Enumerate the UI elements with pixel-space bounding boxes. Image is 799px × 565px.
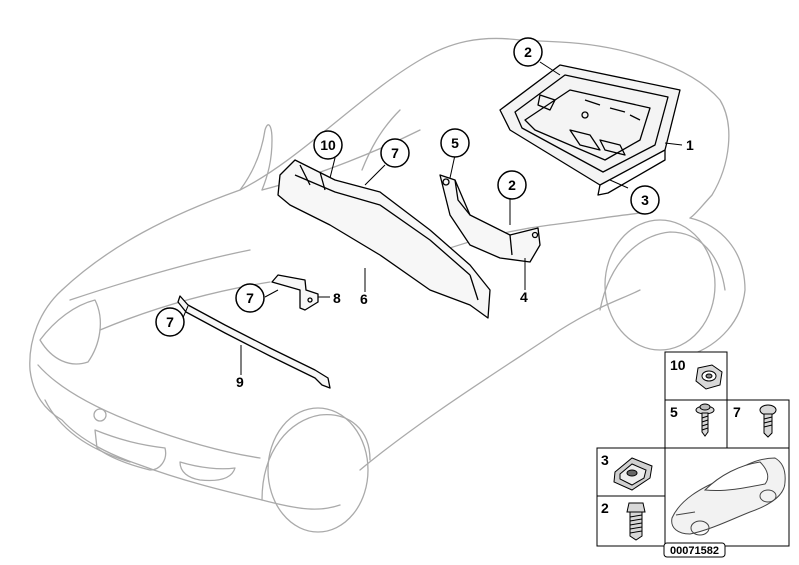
washer-screw-icon: [695, 403, 715, 437]
bolt-icon: [626, 502, 646, 541]
part-label-8: 8: [333, 290, 341, 306]
car-thumbnail-icon: [671, 457, 786, 536]
part-label-4: 4: [520, 289, 528, 305]
callout-3-text: 3: [641, 192, 649, 208]
callout-2-mid: 2: [497, 170, 527, 200]
callout-7-left: 7: [155, 307, 185, 337]
diagram-code-box: 00071582: [663, 542, 726, 558]
callout-5-text: 5: [451, 135, 459, 151]
clip-nut-icon: [613, 457, 653, 491]
callout-7-mid: 7: [235, 283, 265, 313]
callout-5: 5: [440, 128, 470, 158]
callout-7-mid-text: 7: [246, 290, 254, 306]
callout-2-mid-text: 2: [508, 177, 516, 193]
callout-7-left-text: 7: [166, 314, 174, 330]
hex-nut-icon: [695, 364, 723, 390]
side-trim-panel-part: [277, 159, 491, 319]
bracket-part: [439, 174, 541, 263]
callout-2-top: 2: [513, 37, 543, 67]
legend-number-2: 2: [601, 500, 609, 516]
part-label-1: 1: [686, 137, 694, 153]
callout-7-top-text: 7: [391, 145, 399, 161]
small-bracket-part: [271, 274, 319, 311]
part-label-6: 6: [360, 291, 368, 307]
legend-number-5: 5: [670, 404, 678, 420]
strip-part: [177, 295, 331, 389]
legend-number-7: 7: [733, 404, 741, 420]
trunk-tray-part: [499, 64, 681, 196]
legend-number-10: 10: [670, 357, 686, 373]
car-outline: [29, 37, 746, 533]
callout-2-top-text: 2: [524, 44, 532, 60]
screw-icon: [759, 404, 777, 438]
callout-7-top: 7: [380, 138, 410, 168]
diagram-code-text: 00071582: [670, 545, 719, 557]
callout-3: 3: [630, 185, 660, 215]
part-label-9: 9: [236, 374, 244, 390]
legend-number-3: 3: [601, 452, 609, 468]
callout-10-text: 10: [320, 137, 336, 153]
callout-10: 10: [313, 130, 343, 160]
